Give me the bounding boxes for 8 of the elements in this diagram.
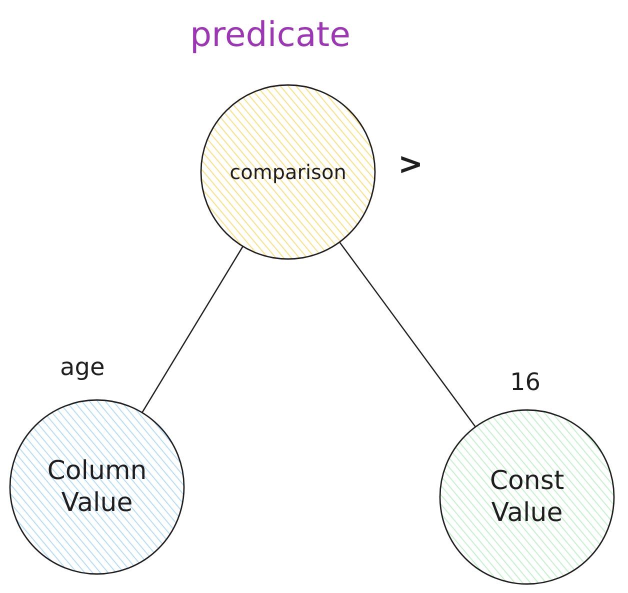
node-annotation: > [398,150,424,180]
node-annotation: age [60,355,105,379]
node-label: Const Value [488,464,566,530]
node-annotation: 16 [510,370,541,394]
connector-line [339,242,476,428]
connector-line [142,246,244,413]
node-label: Column Value [46,454,148,520]
diagram-title: predicate [190,18,351,52]
